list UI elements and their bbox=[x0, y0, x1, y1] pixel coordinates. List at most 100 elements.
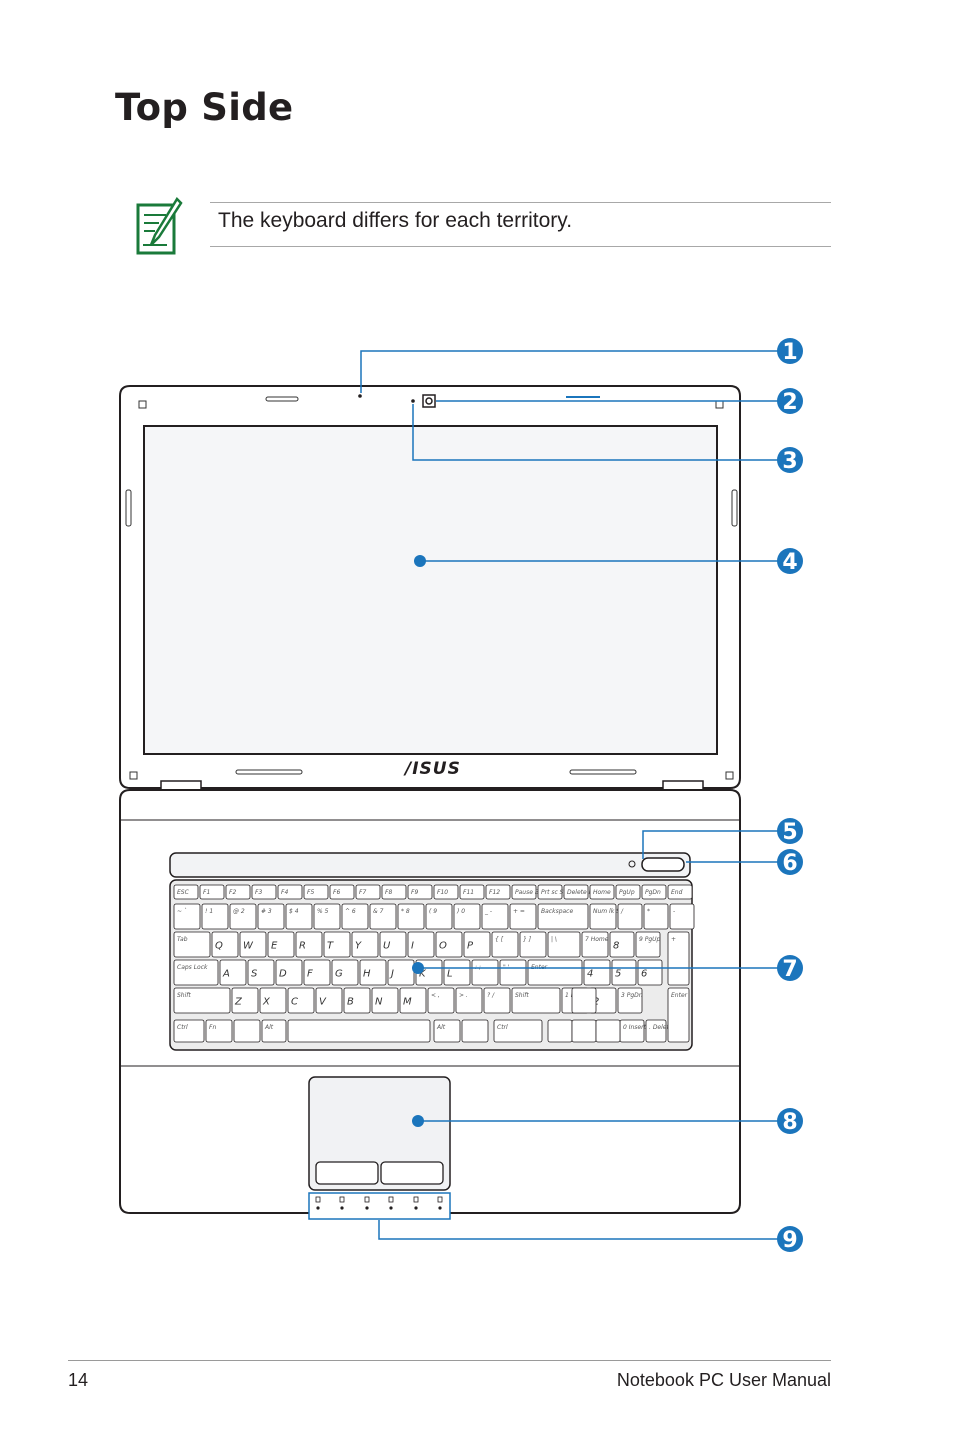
key-q-6[interactable] bbox=[351, 931, 379, 958]
key-q-16[interactable] bbox=[635, 931, 661, 958]
key-num-13[interactable] bbox=[537, 903, 589, 930]
key-a-15[interactable] bbox=[637, 959, 663, 986]
key-fn-16[interactable] bbox=[589, 884, 615, 900]
key-fn-15[interactable] bbox=[563, 884, 589, 900]
key-q-15[interactable] bbox=[609, 931, 635, 958]
key-z-2[interactable] bbox=[259, 987, 287, 1014]
key-numpad-plus[interactable] bbox=[667, 931, 690, 986]
key-q-4[interactable] bbox=[295, 931, 323, 958]
key-num-7[interactable] bbox=[369, 903, 397, 930]
key-fn-17[interactable] bbox=[615, 884, 641, 900]
key-fn-7[interactable] bbox=[355, 884, 381, 900]
key-a-6[interactable] bbox=[359, 959, 387, 986]
key-q-5[interactable] bbox=[323, 931, 351, 958]
key-a-1[interactable] bbox=[219, 959, 247, 986]
key-q-0[interactable] bbox=[173, 931, 211, 958]
key-fn-10[interactable] bbox=[433, 884, 459, 900]
key-q-14[interactable] bbox=[581, 931, 609, 958]
key-fn-18[interactable] bbox=[641, 884, 667, 900]
key-q-13[interactable] bbox=[547, 931, 581, 958]
key-num-15[interactable] bbox=[617, 903, 643, 930]
key-windows[interactable] bbox=[233, 1019, 261, 1043]
key-arrow-right[interactable] bbox=[595, 1019, 621, 1043]
key-arrow-up[interactable] bbox=[571, 987, 597, 1014]
key-z-4[interactable] bbox=[315, 987, 343, 1014]
key-fn-12[interactable] bbox=[485, 884, 511, 900]
key-arrow-left[interactable] bbox=[547, 1019, 573, 1043]
key-fn-6[interactable] bbox=[329, 884, 355, 900]
key-num-0[interactable] bbox=[173, 903, 201, 930]
key-fn-1[interactable] bbox=[199, 884, 225, 900]
key-num-10[interactable] bbox=[453, 903, 481, 930]
key-z-9[interactable] bbox=[455, 987, 483, 1014]
key-z-1[interactable] bbox=[231, 987, 259, 1014]
key-a-12[interactable] bbox=[527, 959, 583, 986]
key-num-16[interactable] bbox=[643, 903, 669, 930]
key-a-2[interactable] bbox=[247, 959, 275, 986]
key-a-3[interactable] bbox=[275, 959, 303, 986]
touchpad-left-button[interactable] bbox=[315, 1161, 379, 1185]
key-a-4[interactable] bbox=[303, 959, 331, 986]
key-a-13[interactable] bbox=[583, 959, 611, 986]
key-q-8[interactable] bbox=[407, 931, 435, 958]
touchpad-right-button[interactable] bbox=[380, 1161, 444, 1185]
key-a-10[interactable] bbox=[471, 959, 499, 986]
key-fn-11[interactable] bbox=[459, 884, 485, 900]
key-a-11[interactable] bbox=[499, 959, 527, 986]
key-bottom-0[interactable] bbox=[173, 1019, 205, 1043]
key-z-5[interactable] bbox=[343, 987, 371, 1014]
key-z-10[interactable] bbox=[483, 987, 511, 1014]
key-a-14[interactable] bbox=[611, 959, 637, 986]
key-space[interactable] bbox=[287, 1019, 431, 1043]
key-a-9[interactable] bbox=[443, 959, 471, 986]
key-num-6[interactable] bbox=[341, 903, 369, 930]
key-bottom-6[interactable] bbox=[645, 1019, 667, 1043]
key-bottom-1[interactable] bbox=[205, 1019, 233, 1043]
key-num-14[interactable] bbox=[589, 903, 617, 930]
key-q-3[interactable] bbox=[267, 931, 295, 958]
key-fn-0[interactable] bbox=[173, 884, 199, 900]
key-numpad-enter[interactable] bbox=[667, 987, 690, 1043]
key-q-1[interactable] bbox=[211, 931, 239, 958]
key-z-8[interactable] bbox=[427, 987, 455, 1014]
key-q-11[interactable] bbox=[491, 931, 519, 958]
key-num-5[interactable] bbox=[313, 903, 341, 930]
key-num-3[interactable] bbox=[257, 903, 285, 930]
key-z-11[interactable] bbox=[511, 987, 561, 1014]
key-fn-2[interactable] bbox=[225, 884, 251, 900]
key-bottom-4[interactable] bbox=[493, 1019, 543, 1043]
key-bottom-3[interactable] bbox=[433, 1019, 461, 1043]
key-num-17[interactable] bbox=[669, 903, 695, 930]
key-fn-9[interactable] bbox=[407, 884, 433, 900]
key-a-0[interactable] bbox=[173, 959, 219, 986]
key-q-7[interactable] bbox=[379, 931, 407, 958]
key-bottom-2[interactable] bbox=[261, 1019, 287, 1043]
key-z-14[interactable] bbox=[617, 987, 643, 1014]
key-fn-3[interactable] bbox=[251, 884, 277, 900]
key-a-5[interactable] bbox=[331, 959, 359, 986]
key-num-8[interactable] bbox=[397, 903, 425, 930]
key-fn-8[interactable] bbox=[381, 884, 407, 900]
key-fn-4[interactable] bbox=[277, 884, 303, 900]
key-menu[interactable] bbox=[461, 1019, 489, 1043]
key-z-3[interactable] bbox=[287, 987, 315, 1014]
key-z-7[interactable] bbox=[399, 987, 427, 1014]
key-q-2[interactable] bbox=[239, 931, 267, 958]
key-z-6[interactable] bbox=[371, 987, 399, 1014]
key-arrow-down[interactable] bbox=[571, 1019, 597, 1043]
key-fn-14[interactable] bbox=[537, 884, 563, 900]
key-fn-19[interactable] bbox=[667, 884, 693, 900]
key-z-0[interactable] bbox=[173, 987, 231, 1014]
power-switch[interactable] bbox=[641, 857, 685, 872]
key-fn-13[interactable] bbox=[511, 884, 537, 900]
key-fn-5[interactable] bbox=[303, 884, 329, 900]
key-num-4[interactable] bbox=[285, 903, 313, 930]
key-num-1[interactable] bbox=[201, 903, 229, 930]
key-q-9[interactable] bbox=[435, 931, 463, 958]
key-q-10[interactable] bbox=[463, 931, 491, 958]
key-num-2[interactable] bbox=[229, 903, 257, 930]
key-num-12[interactable] bbox=[509, 903, 537, 930]
key-num-11[interactable] bbox=[481, 903, 509, 930]
key-q-12[interactable] bbox=[519, 931, 547, 958]
key-a-7[interactable] bbox=[387, 959, 415, 986]
